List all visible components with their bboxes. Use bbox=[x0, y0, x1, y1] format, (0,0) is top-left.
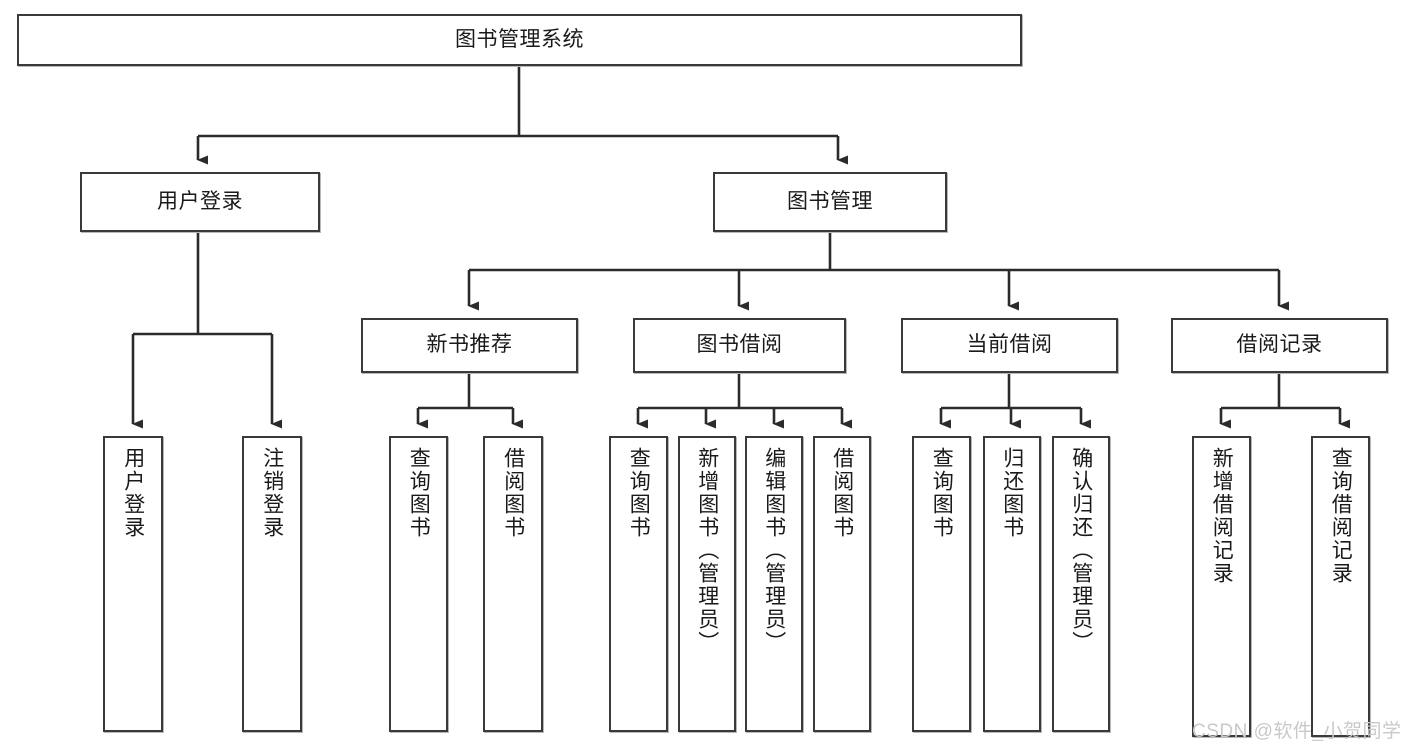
node-label: 查询借阅记录 bbox=[1329, 447, 1353, 585]
leaf-user-login-login[interactable]: 用户登录 bbox=[103, 436, 163, 732]
node-label: 新增借阅记录 bbox=[1210, 447, 1234, 585]
node-label: 用户登录 bbox=[121, 447, 145, 539]
leaf-current-query-book[interactable]: 查询图书 bbox=[912, 436, 971, 732]
node-label: 新增图书（管理员） bbox=[695, 447, 719, 654]
node-label: 图书管理系统 bbox=[455, 27, 584, 51]
node-new-book-recommend[interactable]: 新书推荐 bbox=[361, 318, 578, 373]
leaf-record-add-record[interactable]: 新增借阅记录 bbox=[1192, 436, 1251, 737]
leaf-current-return-book[interactable]: 归还图书 bbox=[983, 436, 1041, 732]
node-user-login[interactable]: 用户登录 bbox=[80, 172, 320, 232]
leaf-borrow-add-book-admin[interactable]: 新增图书（管理员） bbox=[678, 436, 736, 732]
node-current-borrow[interactable]: 当前借阅 bbox=[901, 318, 1118, 373]
leaf-recommend-borrow-book[interactable]: 借阅图书 bbox=[483, 436, 543, 732]
node-label: 确认归还（管理员） bbox=[1069, 447, 1093, 654]
leaf-borrow-edit-book-admin[interactable]: 编辑图书（管理员） bbox=[745, 436, 803, 732]
node-label: 查询图书 bbox=[930, 447, 954, 539]
node-label: 借阅记录 bbox=[1236, 333, 1323, 357]
node-label: 归还图书 bbox=[1000, 447, 1024, 539]
node-label: 编辑图书（管理员） bbox=[762, 447, 786, 654]
node-book-borrow[interactable]: 图书借阅 bbox=[633, 318, 846, 373]
leaf-borrow-borrow-book[interactable]: 借阅图书 bbox=[813, 436, 871, 732]
node-label: 查询图书 bbox=[407, 447, 431, 539]
watermark: CSDN @软件_小贺同学 bbox=[1192, 721, 1402, 742]
node-root-system[interactable]: 图书管理系统 bbox=[17, 14, 1022, 66]
node-label: 新书推荐 bbox=[426, 333, 513, 357]
leaf-recommend-query-book[interactable]: 查询图书 bbox=[389, 436, 448, 732]
leaf-current-confirm-return-admin[interactable]: 确认归还（管理员） bbox=[1052, 436, 1110, 732]
leaf-user-login-logout[interactable]: 注销登录 bbox=[242, 436, 302, 732]
node-label: 图书借阅 bbox=[696, 333, 783, 357]
node-label: 当前借阅 bbox=[966, 333, 1053, 357]
node-book-management[interactable]: 图书管理 bbox=[713, 172, 947, 232]
node-label: 借阅图书 bbox=[501, 447, 525, 539]
node-label: 查询图书 bbox=[627, 447, 651, 539]
leaf-record-query-record[interactable]: 查询借阅记录 bbox=[1311, 436, 1370, 737]
node-borrow-record[interactable]: 借阅记录 bbox=[1171, 318, 1388, 373]
leaf-borrow-query-book[interactable]: 查询图书 bbox=[609, 436, 668, 732]
node-label: 借阅图书 bbox=[830, 447, 854, 539]
node-label: 注销登录 bbox=[260, 447, 284, 539]
node-label: 用户登录 bbox=[157, 189, 243, 213]
node-label: 图书管理 bbox=[787, 189, 873, 213]
